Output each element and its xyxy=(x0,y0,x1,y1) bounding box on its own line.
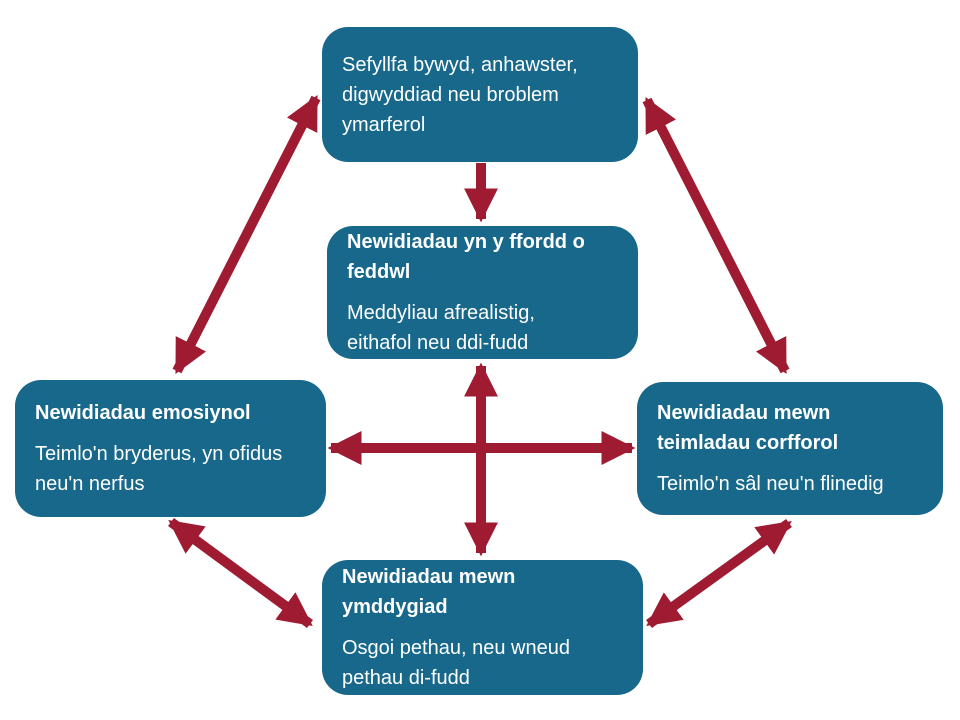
box-body: Meddyliau afrealistig, eithafol neu ddi-… xyxy=(347,302,535,354)
box-title: Newidiadau mewn ymddygiad xyxy=(342,566,516,618)
arrow-top-to-right xyxy=(642,96,790,375)
box-thinking-changes: Newidiadau yn y ffordd o feddwl Meddylia… xyxy=(327,226,638,359)
box-body: Teimlo'n sâl neu'n flinedig xyxy=(657,473,884,495)
box-behaviour-changes: Newidiadau mewn ymddygiad Osgoi pethau, … xyxy=(322,560,643,695)
box-life-situation: Sefyllfa bywyd, anhawster, digwyddiad ne… xyxy=(322,27,638,162)
box-title: Newidiadau mewn teimladau corfforol xyxy=(657,402,839,454)
box-title: Newidiadau emosiynol xyxy=(35,402,251,424)
box-body: Teimlo'n bryderus, yn ofidus neu'n nerfu… xyxy=(35,443,283,495)
box-body: Osgoi pethau, neu wneud pethau di-fudd xyxy=(342,637,570,689)
arrow-left-to-bottom xyxy=(168,517,313,629)
arrow-right-to-bottom xyxy=(646,518,792,629)
box-emotional-changes: Newidiadau emosiynol Teimlo'n bryderus, … xyxy=(15,380,326,517)
box-body: Sefyllfa bywyd, anhawster, digwyddiad ne… xyxy=(342,53,578,136)
box-physical-changes: Newidiadau mewn teimladau corfforol Teim… xyxy=(637,382,943,515)
box-title: Newidiadau yn y ffordd o feddwl xyxy=(347,231,585,283)
arrow-top-to-left xyxy=(172,94,321,375)
